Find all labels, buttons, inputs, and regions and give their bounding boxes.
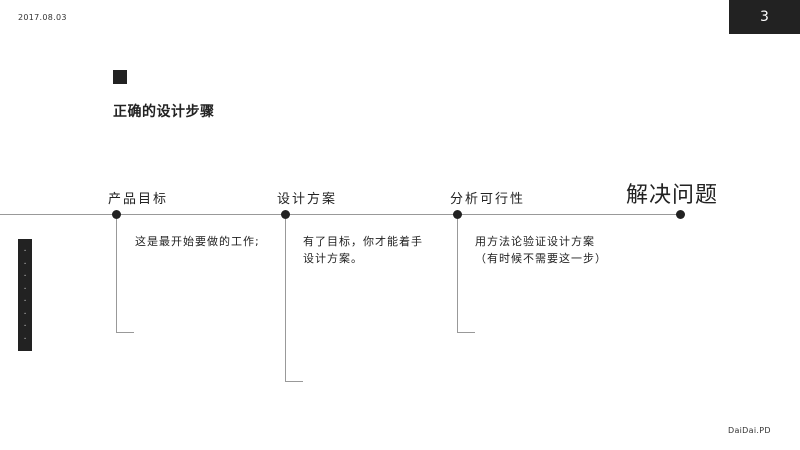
step-1-connector-foot xyxy=(116,332,134,333)
step-2-connector xyxy=(285,219,286,381)
step-4-label: 解决问题 xyxy=(626,183,719,208)
side-decor-dot: • xyxy=(23,248,27,254)
step-2-description-line: 设计方案。 xyxy=(303,252,363,265)
step-1-description-line: 这是最开始要做的工作; xyxy=(135,235,260,248)
side-decor-dot: • xyxy=(23,273,27,279)
page-title: 正确的设计步骤 xyxy=(113,104,215,120)
step-3-connector-foot xyxy=(457,332,475,333)
step-1-dot xyxy=(112,210,121,219)
side-decor-dot: • xyxy=(23,260,27,266)
side-decor-dot: • xyxy=(23,310,27,316)
title-square-icon xyxy=(113,70,127,84)
side-decor-dot: • xyxy=(23,298,27,304)
step-3-description-line: （有时候不需要这一步） xyxy=(475,252,607,265)
step-2-description-line: 有了目标，你才能着手 xyxy=(303,235,423,248)
brand-label: DaiDai.PD xyxy=(728,426,771,435)
step-1-description: 这是最开始要做的工作; xyxy=(135,233,260,250)
step-2-connector-foot xyxy=(285,381,303,382)
step-3-label: 分析可行性 xyxy=(450,192,526,207)
step-2-description: 有了目标，你才能着手 设计方案。 xyxy=(303,233,423,267)
step-4-dot xyxy=(676,210,685,219)
page-number-badge: 3 xyxy=(729,0,800,34)
date-label: 2017.08.03 xyxy=(18,13,67,22)
timeline-line xyxy=(0,214,681,215)
side-decor-bar: • • • • • • • • xyxy=(18,239,32,351)
page-number: 3 xyxy=(760,9,769,25)
step-3-dot xyxy=(453,210,462,219)
step-3-connector xyxy=(457,219,458,332)
step-2-dot xyxy=(281,210,290,219)
step-3-description-line: 用方法论验证设计方案 xyxy=(475,235,595,248)
step-3-description: 用方法论验证设计方案 （有时候不需要这一步） xyxy=(475,233,607,267)
side-decor-dot: • xyxy=(23,285,27,291)
step-1-label: 产品目标 xyxy=(108,192,169,207)
side-decor-dot: • xyxy=(23,335,27,341)
step-1-connector xyxy=(116,219,117,332)
side-decor-dot: • xyxy=(23,323,27,329)
step-2-label: 设计方案 xyxy=(277,192,338,207)
